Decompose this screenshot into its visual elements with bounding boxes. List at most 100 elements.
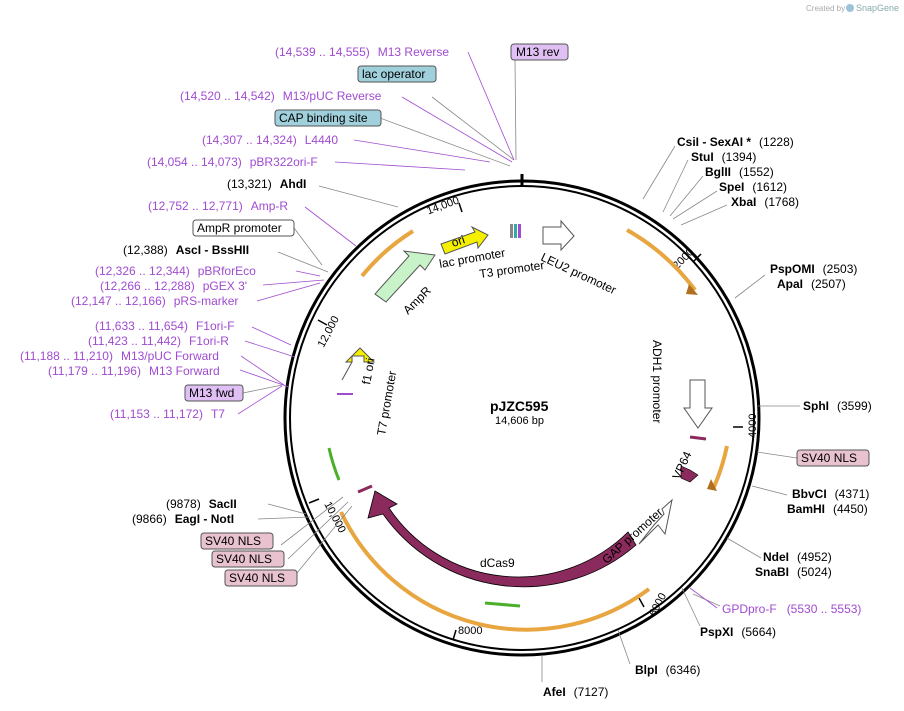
box-m13fwd[interactable]: M13 fwd [184,384,244,402]
dcas9-label: dCas9 [480,556,515,570]
m13fwd-label: M13 fwd [189,386,234,400]
primer-name: pRS-marker [174,294,239,308]
tick-4000: 4000 [747,414,759,438]
svg-text:(12,752 .. 12,771)Amp-R: (12,752 .. 12,771)Amp-R [148,199,288,213]
svg-text:(12,147 .. 12,166)pRS-marker: (12,147 .. 12,166) pRS-marker [71,294,238,308]
orf-arrowheads [686,284,717,491]
svg-text:(12,388)AscI - BssHII: (12,388)AscI - BssHII [123,243,249,257]
dcas9-feature [367,490,637,588]
adh1-promoter-label: ADH1 promoter [650,340,664,423]
primer-name: M13/pUC Reverse [283,89,382,103]
lac-region-marks [510,224,521,238]
box-m13rev[interactable]: M13 rev [510,43,569,61]
ampr-label: AmpR [400,283,434,317]
adh1-promoter-arrow [683,379,713,429]
sv40-mark-left [357,484,373,494]
gap-promoter-arrow [638,498,673,545]
ampr-feature [374,250,436,303]
sv40-2-label: SV40 NLS [216,552,272,566]
primer-name: M13 Reverse [378,45,450,59]
leader-lines-right [541,145,800,682]
tick-12000: 12,000 [316,314,342,349]
box-sv40-3[interactable]: SV40 NLS [224,569,298,587]
leu2-promoter-label: LEU2 promoter [539,250,619,297]
svg-text:(11,153 .. 11,172)T7: (11,153 .. 11,172)T7 [110,407,225,421]
primer-name: F1ori-R [189,334,229,348]
primer-range: (14,307 .. 14,324) [202,133,297,147]
box-sv40-1[interactable]: SV40 NLS [200,532,274,550]
svg-text:(11,179 .. 11,196)M13 Forward: (11,179 .. 11,196) M13 Forward [48,364,220,378]
svg-text:(12,266 .. 12,288)pGEX 3': (12,266 .. 12,288) pGEX 3' [100,279,247,293]
svg-text:(14,539 .. 14,555)M13 Reverse: (14,539 .. 14,555) M13 Reverse [275,45,449,59]
svg-text:(14,054 .. 14,073)pBR322ori-F: (14,054 .. 14,073) pBR322ori-F [147,155,318,169]
primer-leaders [237,51,718,609]
primer-name: F1ori-F [196,319,235,333]
primer-name: T7 [211,407,225,421]
svg-text:StuI(1394): StuI(1394) [691,150,756,164]
ori-feature [440,225,489,255]
box-sv40-right[interactable]: SV40 NLS [796,449,870,467]
primer-name: L4440 [305,133,339,147]
svg-text:(13,321)AhdI: (13,321)AhdI [227,177,306,191]
svg-text:AfeI(7127): AfeI(7127) [543,685,608,699]
f1-ori-label: f1 ori [359,357,377,386]
svg-text:(14,520 .. 14,542)M13/pUC Reve: (14,520 .. 14,542) M13/pUC Reverse [180,89,382,103]
svg-text:(11,188 .. 11,210)M13/pUC Forw: (11,188 .. 11,210)M13/pUC Forward [20,349,219,363]
sv40-3-label: SV40 NLS [229,571,285,585]
leader-lines-left [242,57,517,574]
green-orfs [327,447,521,608]
primer-range: (12,147 .. 12,166) [71,294,166,308]
svg-text:(12,326 .. 12,344)pBRforEco: (12,326 .. 12,344) pBRforEco [95,264,256,278]
svg-text:BamHI(4450): BamHI(4450) [787,502,868,516]
plasmid-size: 14,606 bp [495,415,544,427]
primer-gpdpro-f: GPDpro-F(5530 .. 5553) [722,602,861,616]
primer-name: pBR322ori-F [250,155,318,169]
box-ampr-promoter[interactable]: AmpR promoter [192,219,295,237]
m13rev-label: M13 rev [516,45,559,59]
ori-label: ori [450,232,467,249]
svg-text:BglII(1552): BglII(1552) [705,165,774,179]
svg-text:XbaI(1768): XbaI(1768) [731,195,799,209]
svg-text:PspXI(5664): PspXI(5664) [700,625,776,639]
t7-promoter-label: T7 promoter [374,370,399,437]
svg-text:NdeI(4952): NdeI(4952) [763,550,832,564]
primer-range: (14,054 .. 14,073) [147,155,242,169]
box-sv40-2[interactable]: SV40 NLS [211,550,285,568]
primer-range: (12,326 .. 12,344) [95,264,190,278]
svg-text:(14,307 .. 14,324)L4440: (14,307 .. 14,324) L4440 [202,133,338,147]
svg-text:(11,423 .. 11,442)F1ori-R: (11,423 .. 11,442) F1ori-R [88,334,229,348]
gap-promoter-label: GAP promoter [599,505,665,567]
primer-name: pBRforEco [198,264,256,278]
primer-name: M13 Forward [149,364,220,378]
sites-right: CsiI - SexAI *(1228) StuI(1394) BglII(15… [543,135,872,699]
watermark-text: Created by [806,4,845,13]
primer-range: (14,520 .. 14,542) [180,89,275,103]
primer-range: (14,539 .. 14,555) [275,45,370,59]
cap-site-label: CAP binding site [279,111,368,125]
svg-text:SpeI(1612): SpeI(1612) [719,180,787,194]
tick-8000: 8000 [458,625,482,637]
box-lac-operator[interactable]: lac operator [357,65,437,83]
sv40-1-label: SV40 NLS [205,534,261,548]
primer-range: (11,423 .. 11,442) [88,334,181,348]
svg-text:SnaBI(5024): SnaBI(5024) [755,565,832,579]
box-cap-site[interactable]: CAP binding site [274,109,382,127]
primer-range: (11,188 .. 11,210) [20,349,113,363]
primer-name: pGEX 3' [203,279,247,293]
svg-text:CsiI - SexAI *(1228): CsiI - SexAI *(1228) [677,135,794,149]
snapgene-logo-icon [846,4,854,12]
ampr-promoter-label: AmpR promoter [197,221,282,235]
orf-arcs [339,228,729,632]
svg-text:SphI(3599): SphI(3599) [803,399,872,413]
svg-text:PspOMI(2503): PspOMI(2503) [770,262,857,276]
svg-text:(11,633 .. 11,654)F1ori-F: (11,633 .. 11,654)F1ori-F [95,319,235,333]
primer-range: (12,266 .. 12,288) [100,279,195,293]
watermark-brand: SnapGene [856,3,899,13]
f1-ori-feature [341,347,376,381]
primer-name: Amp-R [251,199,289,213]
primer-range: (11,179 .. 11,196) [48,364,141,378]
svg-text:ApaI(2507): ApaI(2507) [777,277,846,291]
primer-labels-left: (14,539 .. 14,555) M13 Reverse (14,520 ..… [20,45,449,421]
sites-left: (13,321)AhdI (12,388)AscI - BssHII (9878… [123,177,306,526]
